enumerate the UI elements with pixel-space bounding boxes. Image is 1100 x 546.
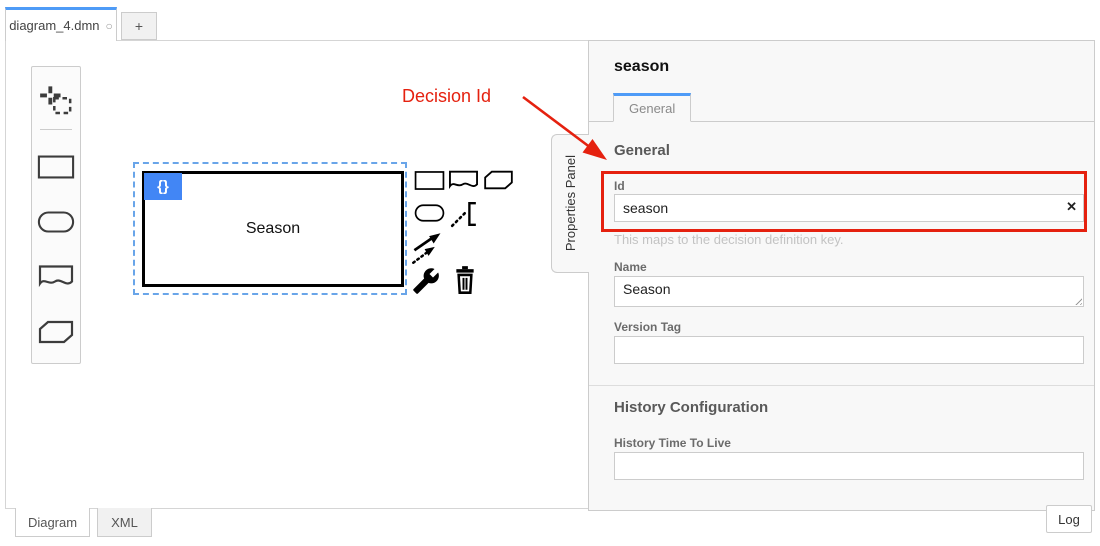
create-decision-icon[interactable] (34, 144, 78, 190)
append-input-data-icon[interactable] (414, 203, 445, 223)
delete-trash-icon[interactable] (451, 265, 479, 295)
history-ttl-field-label: History Time To Live (614, 436, 731, 450)
properties-panel: season General General Id ✕ This maps to… (588, 40, 1095, 511)
tab-xml[interactable]: XML (97, 508, 152, 537)
selection-outline (133, 162, 407, 295)
tab-general[interactable]: General (613, 93, 692, 122)
name-textarea[interactable]: Season (614, 276, 1084, 307)
unsaved-indicator-icon: ○ (105, 18, 113, 33)
group-divider (589, 385, 1094, 386)
tab-diagram[interactable]: Diagram (15, 508, 90, 537)
append-text-annotation-icon[interactable] (450, 200, 478, 228)
version-tag-input[interactable] (614, 336, 1084, 364)
editor-content: Season {} (5, 40, 1095, 511)
create-input-data-icon[interactable] (34, 199, 78, 245)
resize-grip-icon[interactable] (1073, 296, 1082, 305)
properties-panel-title: season (614, 58, 670, 75)
id-input[interactable] (614, 194, 1084, 222)
clear-id-icon[interactable]: ✕ (1066, 199, 1077, 214)
name-field-wrap: Season (614, 276, 1084, 307)
append-business-knowledge-model-icon[interactable] (483, 170, 514, 190)
name-field-label: Name (614, 260, 647, 274)
group-heading-history-configuration: History Configuration (614, 399, 769, 416)
diagram-canvas[interactable]: Season {} (5, 40, 588, 509)
document-tab-label: diagram_4.dmn (9, 18, 100, 33)
history-ttl-field-wrap (614, 452, 1084, 480)
decision-label: Season (245, 220, 301, 237)
version-tag-field-wrap (614, 336, 1084, 364)
palette (31, 66, 81, 364)
plus-icon: + (134, 18, 144, 34)
properties-panel-toggle[interactable]: Properties Panel (551, 134, 589, 273)
id-help-text: This maps to the decision definition key… (614, 232, 844, 247)
group-heading-general: General (614, 142, 670, 159)
lasso-tool-icon[interactable] (34, 77, 78, 123)
literal-expression-badge-icon: {} (144, 173, 182, 200)
append-decision-icon[interactable] (414, 170, 445, 191)
version-tag-field-label: Version Tag (614, 320, 682, 334)
change-type-wrench-icon[interactable] (412, 267, 440, 295)
connect-icon[interactable] (410, 231, 446, 265)
new-tab-button[interactable]: + (121, 12, 157, 40)
decision-shape[interactable]: Season (142, 171, 404, 287)
properties-panel-body: General Id ✕ This maps to the decision d… (589, 122, 1094, 510)
id-field-label: Id (614, 179, 625, 193)
id-field-wrap: ✕ (614, 194, 1084, 222)
properties-panel-tabs: General (589, 93, 1094, 122)
annotation-decision-id-label: Decision Id (402, 86, 492, 106)
properties-panel-toggle-label: Properties Panel (563, 155, 578, 252)
history-ttl-input[interactable] (614, 452, 1084, 480)
palette-separator (40, 129, 72, 130)
log-button[interactable]: Log (1046, 505, 1092, 533)
create-knowledge-source-icon[interactable] (34, 254, 78, 300)
create-business-knowledge-model-icon[interactable] (34, 309, 78, 355)
append-knowledge-source-icon[interactable] (448, 170, 479, 192)
document-tab[interactable]: diagram_4.dmn ○ (5, 7, 117, 41)
